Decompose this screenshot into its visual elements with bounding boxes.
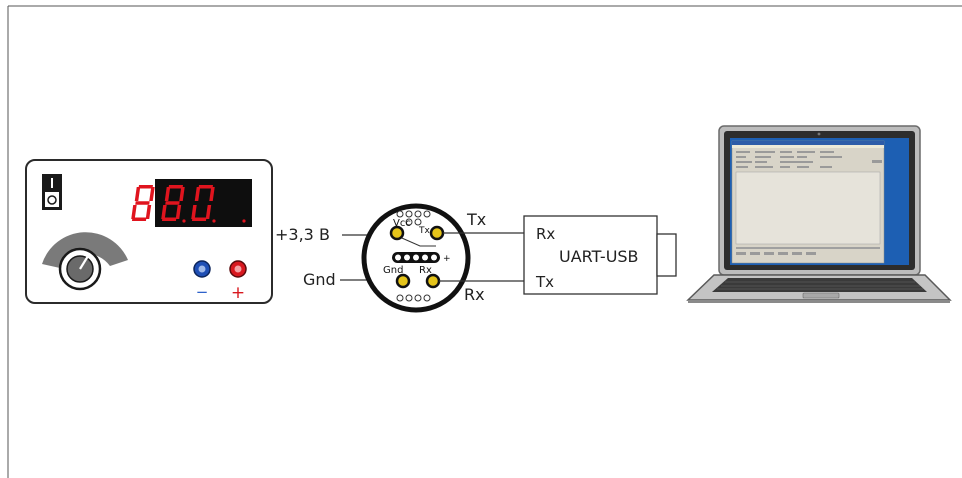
pin-vcc-label: Vcc [393,218,411,229]
laptop-touchpad [802,292,840,299]
laptop-base-edge [688,300,950,303]
adapter-tx-label: Tx [535,273,554,291]
display-segment [131,205,137,219]
supply-voltage-label: +3,3 B [275,225,330,244]
positive-terminal-label: + [231,283,245,303]
adapter-rx-label: Rx [536,225,555,243]
gnd-wire-label: Gnd [303,270,336,289]
display-digit [161,185,216,223]
connector-holes [396,210,431,302]
vcc-link [394,234,436,247]
display-segment [131,217,147,221]
pin-rx [425,273,441,289]
pin-gnd-label: Gnd [383,265,403,276]
pin-rx-label: Rx [419,265,432,276]
display-segment [161,217,177,221]
display-digit [131,185,186,223]
display-segment [165,201,180,205]
connector-plus-mark: + [443,254,451,264]
display-segment [134,187,141,201]
adapter-title: UART-USB [559,247,639,266]
display-segment [198,185,213,189]
connector-middle-pins [392,252,440,263]
keyboard-keys [717,281,923,290]
adapter-usb-plug [656,233,677,277]
voltage-knob[interactable] [42,232,128,291]
seven-segment-display [131,179,252,227]
rx-wire-label: Rx [464,285,485,304]
power-switch[interactable] [42,174,62,210]
negative-terminal-label: − [196,283,209,301]
display-segment [161,205,167,219]
negative-terminal[interactable] [193,260,211,278]
pin-gnd [395,273,411,289]
pin-vcc [389,225,405,241]
display-segment [164,187,171,201]
adapter-box [523,215,658,295]
display-decimal-point [212,219,216,223]
display-segment [179,187,185,201]
display-digits [131,185,246,223]
display-segment [138,185,153,189]
power-supply: − + [25,159,273,304]
display-decimal-point [182,219,186,223]
display-segment [168,185,183,189]
screen-app-window [731,140,885,264]
positive-terminal[interactable] [229,260,247,278]
display-decimal-point [242,219,246,223]
laptop-keyboard [712,278,927,292]
display-segment [205,205,212,219]
display-segment [209,187,215,201]
display-digit [191,185,246,223]
uart-usb-adapter: Rx UART-USB Tx [523,215,677,295]
display-segment [194,187,201,201]
round-connector: + Vcc Tx Gnd Rx [361,203,471,313]
laptop [686,125,952,303]
pin-tx-label: Tx [418,226,430,236]
tx-wire-label: Tx [466,210,486,229]
display-segment [191,205,197,219]
display-segment [175,205,182,219]
webcam [817,132,821,136]
display-segment [145,205,152,219]
display-segment [135,201,150,205]
display-segment [149,187,155,201]
display-segment [191,217,207,221]
pin-tx [429,225,445,241]
